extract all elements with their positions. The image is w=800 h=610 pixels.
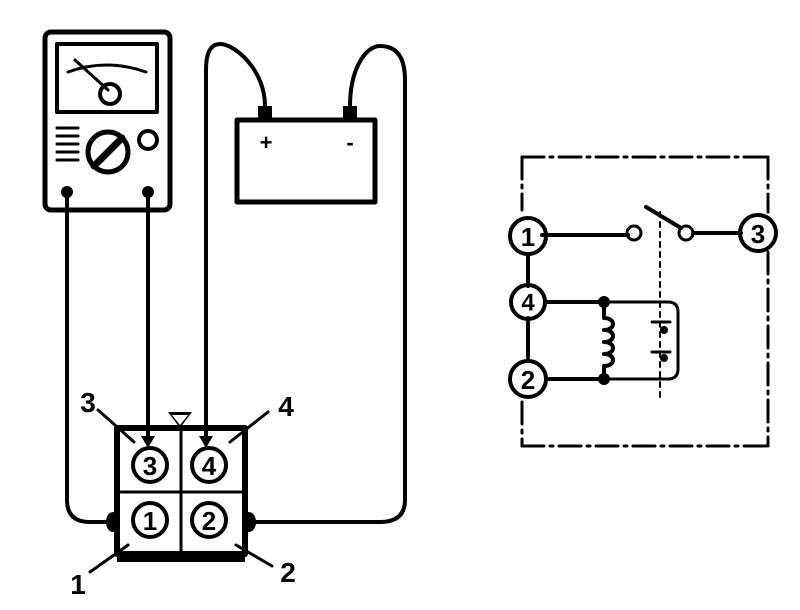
svg-text:1: 1 — [521, 222, 535, 252]
multimeter-knob-pointer — [90, 134, 126, 170]
relay-schematic: 1 3 4 2 — [508, 155, 778, 448]
battery-case — [234, 117, 378, 205]
svg-text:4: 4 — [521, 290, 535, 317]
probe-tip-pin1 — [106, 512, 120, 532]
wires — [65, 42, 407, 524]
multimeter-scale-window — [55, 42, 159, 114]
svg-text:3: 3 — [751, 219, 765, 249]
schematic-terminal-3: 3 — [738, 213, 778, 253]
multimeter-range-knob — [85, 129, 131, 175]
connector-terminal-4: 4 — [190, 446, 228, 484]
callout-line-pin4 — [228, 410, 270, 444]
callout-line-pin2 — [234, 543, 274, 568]
relay-coil-icon — [544, 296, 680, 385]
schematic-terminal-4: 4 — [509, 283, 547, 321]
callout-label-pin4: 4 — [278, 391, 294, 422]
connector-terminal-1: 1 — [131, 501, 169, 539]
wire-battery-positive — [204, 42, 267, 442]
probe-tip-pin4 — [199, 436, 213, 448]
wire-meter-probe-left — [65, 190, 115, 524]
svg-text:3: 3 — [143, 451, 157, 481]
callout-label-pin2: 2 — [280, 557, 296, 588]
svg-text:2: 2 — [202, 506, 216, 536]
switch-blade — [644, 205, 683, 230]
multimeter — [42, 29, 173, 213]
wire-battery-negative — [248, 44, 407, 524]
svg-text:4: 4 — [202, 451, 217, 481]
callout-label-pin3: 3 — [80, 387, 96, 418]
connector-base — [117, 554, 245, 562]
connector: 3 4 1 2 — [106, 412, 256, 562]
multimeter-needle-pivot — [98, 82, 122, 106]
svg-text:1: 1 — [143, 506, 157, 536]
battery: + - — [234, 106, 378, 205]
connector-terminal-2: 2 — [190, 501, 228, 539]
coil-parallel-branch — [602, 300, 680, 381]
multimeter-scale-arc — [66, 63, 148, 74]
battery-negative-symbol: - — [346, 130, 353, 155]
multimeter-grille — [55, 126, 80, 162]
battery-positive-symbol: + — [260, 130, 273, 155]
battery-positive-post — [258, 106, 272, 120]
callout-label-pin1: 1 — [70, 569, 86, 600]
diode-marks — [650, 320, 672, 354]
callout-line-pin1 — [88, 543, 130, 574]
multimeter-body — [42, 29, 173, 213]
connector-terminal-3: 3 — [131, 446, 169, 484]
callout-line-pin3 — [96, 408, 136, 444]
svg-text:2: 2 — [521, 365, 535, 395]
schematic-terminal-1: 1 — [508, 216, 548, 256]
probe-tip-pin2 — [242, 512, 256, 532]
probe-tip-pin3 — [141, 436, 155, 448]
pin-callouts: 3 4 1 2 — [70, 387, 296, 600]
coil-winding — [602, 300, 615, 381]
multimeter-adjust-button — [137, 129, 159, 151]
open-switch-icon — [540, 205, 743, 242]
schematic-enclosure — [520, 155, 770, 448]
schematic-terminal-2: 2 — [508, 359, 548, 399]
battery-negative-post — [343, 106, 357, 120]
